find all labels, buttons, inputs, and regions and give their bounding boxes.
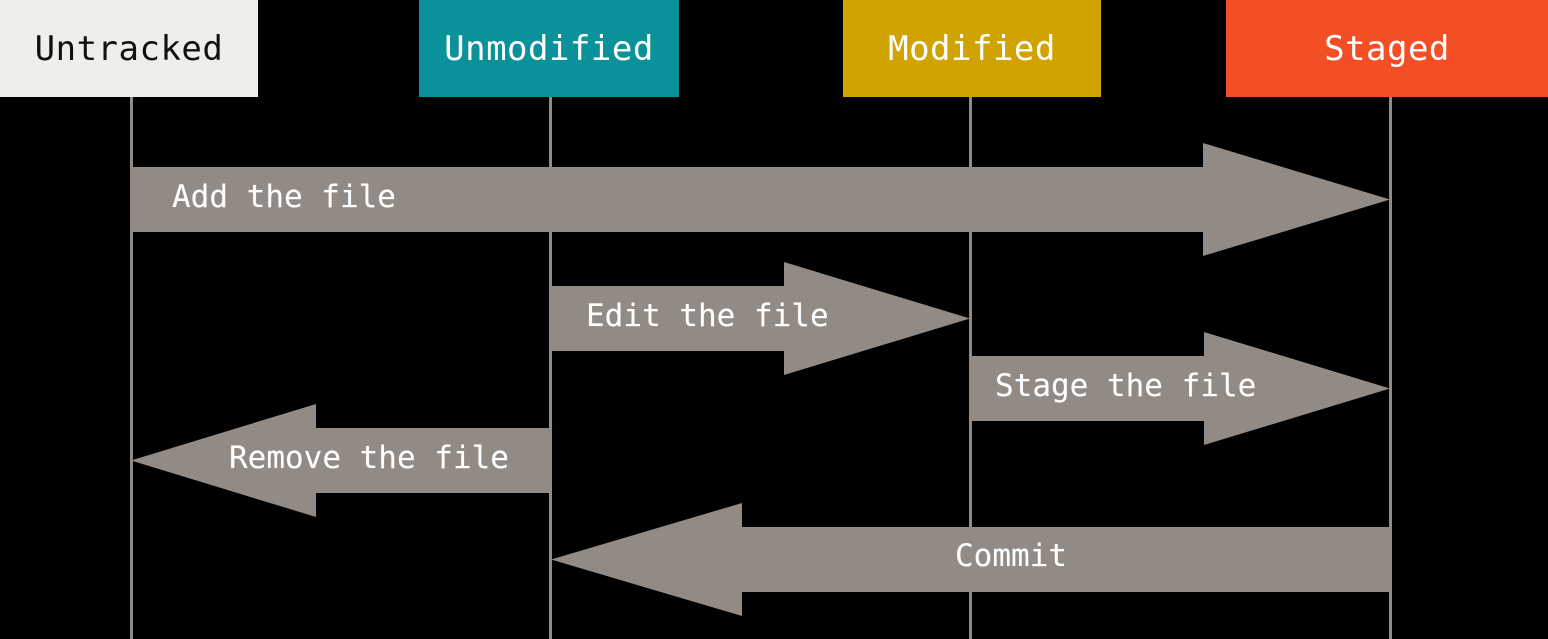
state-box-unmodified[interactable]: Unmodified	[419, 0, 679, 97]
transition-arrow-stage[interactable]	[971, 332, 1390, 445]
transition-arrow-remove[interactable]	[131, 404, 550, 517]
state-label-modified: Modified	[888, 28, 1056, 69]
transition-arrow-commit[interactable]	[551, 503, 1390, 616]
transition-label-remove: Remove the file	[229, 440, 509, 476]
transition-label-edit: Edit the file	[586, 298, 829, 334]
transition-label-add: Add the file	[172, 179, 396, 215]
transition-label-stage: Stage the file	[995, 368, 1257, 404]
state-label-untracked: Untracked	[34, 28, 224, 69]
state-box-untracked[interactable]: Untracked	[0, 0, 258, 97]
state-label-staged: Staged	[1324, 28, 1450, 69]
state-box-modified[interactable]: Modified	[843, 0, 1101, 97]
transition-arrow-edit[interactable]	[551, 262, 970, 375]
lane-line-staged	[1389, 97, 1392, 639]
state-label-unmodified: Unmodified	[444, 28, 654, 69]
transition-label-commit: Commit	[955, 538, 1067, 574]
transition-arrow-add[interactable]	[131, 143, 1390, 256]
lane-line-untracked	[130, 97, 133, 639]
lane-line-unmodified	[549, 97, 552, 639]
state-box-staged[interactable]: Staged	[1226, 0, 1548, 97]
lane-line-modified	[969, 97, 972, 639]
